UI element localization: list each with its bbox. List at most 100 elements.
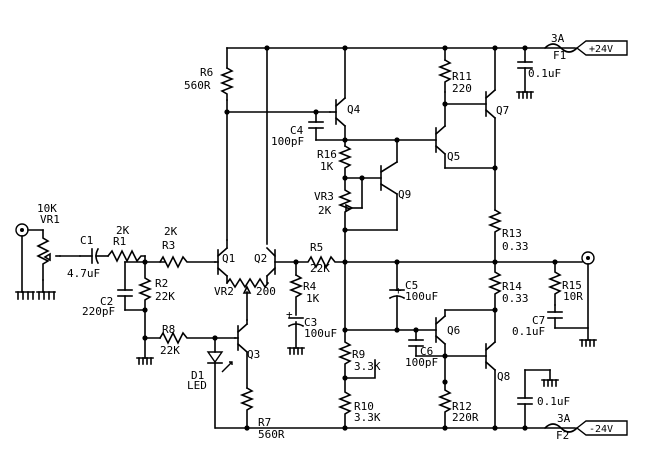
ground-symbol	[15, 235, 35, 300]
c2-capacitor	[117, 261, 133, 311]
r10-resistor	[337, 377, 353, 429]
d1-led	[206, 337, 233, 429]
r13-resistor	[487, 208, 503, 263]
c3-capacitor: +	[286, 308, 305, 349]
c3-value: 100uF	[304, 327, 337, 340]
q2-transistor	[265, 47, 297, 284]
f1-rating: 3A	[551, 32, 565, 45]
vr1-potentiometer	[36, 229, 61, 281]
ground-symbol	[287, 347, 305, 355]
r15-label: R15	[562, 279, 582, 292]
r8-label: R8	[162, 323, 175, 336]
q2-label: Q2	[254, 252, 267, 265]
q8-transistor	[484, 309, 497, 429]
c9-value: 0.1uF	[537, 395, 570, 408]
ground-symbol	[36, 279, 56, 300]
vr3-potentiometer	[337, 177, 363, 231]
r4-value: 1K	[306, 292, 320, 305]
c6-value: 100pF	[405, 356, 438, 369]
fuse-f1	[543, 43, 579, 53]
q4-transistor	[329, 47, 347, 141]
vpos-label: +24V	[589, 44, 613, 55]
vr2-potentiometer	[225, 277, 270, 321]
vr2-value: 200	[256, 285, 276, 298]
q3-label: Q3	[247, 348, 260, 361]
r7-resistor	[239, 386, 255, 429]
f2-rating: 3A	[557, 412, 571, 425]
input-jack	[15, 223, 44, 237]
d1-type: LED	[187, 379, 207, 392]
r12-label: R12	[452, 400, 472, 413]
r16-label: R16	[317, 148, 337, 161]
q6-transistor	[434, 309, 447, 383]
r7-label: R7	[258, 416, 271, 429]
ground-symbol	[136, 357, 154, 365]
r9-resistor	[337, 329, 353, 379]
c9-capacitor	[517, 369, 559, 429]
r3-label: R3	[162, 239, 175, 252]
vneg-label: -24V	[589, 424, 613, 435]
r15-resistor	[547, 261, 563, 306]
c1-capacitor	[79, 247, 109, 265]
r9-value: 3.3K	[354, 360, 381, 373]
r14-resistor	[487, 261, 503, 311]
c8-capacitor	[516, 47, 534, 99]
r8-value: 22K	[160, 344, 180, 357]
r2-value: 22K	[155, 290, 175, 303]
r13-value: 0.33	[502, 240, 529, 253]
q6-label: Q6	[447, 324, 460, 337]
c6-capacitor	[408, 329, 446, 357]
q7-transistor	[484, 47, 497, 211]
q7-label: Q7	[496, 104, 509, 117]
r16-resistor	[337, 144, 353, 179]
r5-label: R5	[310, 241, 323, 254]
q3-transistor	[234, 319, 249, 389]
r1-value: 2K	[116, 224, 130, 237]
svg-text:+: +	[395, 284, 402, 297]
q1-label: Q1	[222, 252, 235, 265]
c8-value: 0.1uF	[528, 67, 561, 80]
r9-label: R9	[352, 348, 365, 361]
fuse-f2	[543, 423, 579, 433]
r10-value: 3.3K	[354, 411, 381, 424]
r6-value: 560R	[184, 79, 211, 92]
c2-label: C2	[100, 295, 113, 308]
c5-capacitor: +	[388, 261, 406, 331]
f1-label: F1	[553, 49, 566, 62]
c2-value: 220pF	[82, 305, 115, 318]
c1-value: 4.7uF	[67, 267, 100, 280]
c4-capacitor	[308, 111, 346, 141]
r14-label: R14	[502, 280, 522, 293]
r11-label: R11	[452, 70, 472, 83]
vr3-value: 2K	[318, 204, 332, 217]
r6-label: R6	[200, 66, 213, 79]
c7-label: C7	[532, 314, 545, 327]
r5-value: 22K	[310, 262, 330, 275]
c6-label: C6	[420, 345, 433, 358]
d1-label: D1	[191, 369, 204, 382]
r1-resistor	[106, 249, 146, 263]
r13-label: R13	[502, 227, 522, 240]
r4-label: R4	[303, 280, 317, 293]
c3-label: C3	[304, 316, 317, 329]
r3-resistor	[158, 255, 216, 269]
q9-label: Q9	[398, 188, 411, 201]
output-jack	[579, 251, 597, 347]
c5-value: 100uF	[405, 290, 438, 303]
r7-value: 560R	[258, 428, 285, 441]
r14-value: 0.33	[502, 292, 529, 305]
c4-label: C4	[290, 124, 304, 137]
r4-resistor	[288, 261, 304, 316]
r2-label: R2	[155, 277, 168, 290]
vr3-label: VR3	[314, 190, 334, 203]
r12-value: 220R	[452, 411, 479, 424]
positive-supply-terminal: +24V	[575, 40, 628, 56]
svg-text:+: +	[286, 308, 293, 321]
negative-supply-terminal: -24V	[575, 420, 628, 436]
q4-label: Q4	[347, 103, 361, 116]
vr1-value: 10K	[37, 202, 57, 215]
f2-label: F2	[556, 429, 569, 442]
r8-resistor	[158, 331, 216, 345]
